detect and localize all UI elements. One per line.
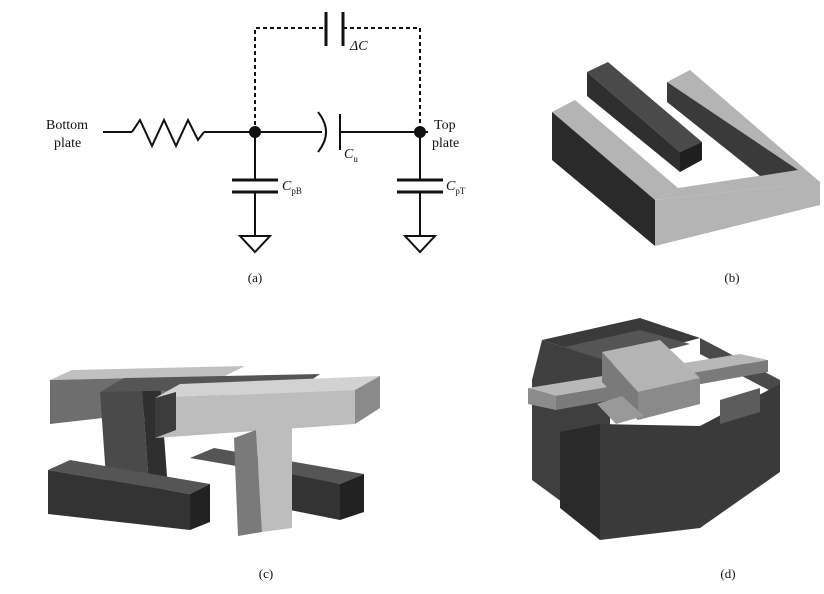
label-cu: Cu [344, 147, 358, 164]
inner-bar-side [587, 72, 680, 172]
label-cpb-sub: pB [291, 186, 302, 196]
crossbar-front [528, 388, 556, 410]
cup-front-left [560, 424, 600, 540]
caption-b: (b) [724, 270, 739, 285]
label-delta-c: ΔC [349, 39, 368, 54]
front-clip-top [597, 396, 644, 424]
base-right-front [290, 474, 340, 520]
label-bottom-plate-1: Bottom [46, 118, 88, 133]
base-left-front [48, 470, 190, 530]
panel-c-structure [48, 366, 380, 536]
u-right-arm-inner [667, 82, 798, 176]
light-beam-end [355, 376, 380, 424]
label-cu-sub: u [353, 154, 358, 164]
label-cpb: CpB [282, 179, 302, 196]
caption-d: (d) [720, 566, 735, 581]
label-bottom-plate-2: plate [54, 136, 81, 151]
inner-bar-top [587, 62, 702, 152]
cup-inner-wall [720, 388, 760, 424]
delta-c-dashed-right [343, 27, 421, 132]
u-left-arm-top [552, 100, 678, 200]
ground-left-symbol [237, 235, 273, 254]
caption-a: (a) [248, 270, 262, 285]
cup-inner-back [560, 330, 690, 364]
center-block-top [602, 340, 700, 392]
light-beam-front [155, 390, 355, 438]
base-right-end [340, 474, 364, 520]
label-cu-main: C [344, 147, 354, 162]
panel-b-structure [552, 62, 820, 246]
label-cpt-main: C [446, 179, 456, 194]
resistor [131, 117, 205, 149]
panel-a-circuit [103, 12, 443, 254]
center-block-side [638, 378, 700, 420]
ground-right-symbol [402, 235, 438, 254]
base-left-end [190, 484, 210, 530]
u-left-arm-side [552, 112, 655, 246]
light-beam-side-shadow [155, 392, 176, 438]
light-beam-top [155, 376, 380, 398]
delta-c-dashed-left [254, 27, 326, 132]
light-stem-front [256, 428, 292, 532]
label-top-plate-2: plate [432, 136, 459, 151]
label-cpt: CpT [446, 179, 466, 196]
cup-front-face [600, 384, 780, 540]
node-bottom [249, 126, 261, 138]
base-left-top [48, 460, 210, 494]
inner-bar-end [680, 142, 702, 172]
light-stem-side [234, 430, 262, 536]
label-cpb-main: C [282, 179, 292, 194]
label-cpt-sub: pT [455, 186, 466, 196]
label-top-plate-1: Top [434, 118, 456, 133]
caption-c: (c) [259, 566, 273, 581]
panel-d-structure [528, 318, 780, 540]
node-top [414, 126, 426, 138]
u-bottom-front [655, 182, 820, 246]
back-bar-top [50, 366, 245, 380]
cu-curved-plate [317, 111, 327, 153]
